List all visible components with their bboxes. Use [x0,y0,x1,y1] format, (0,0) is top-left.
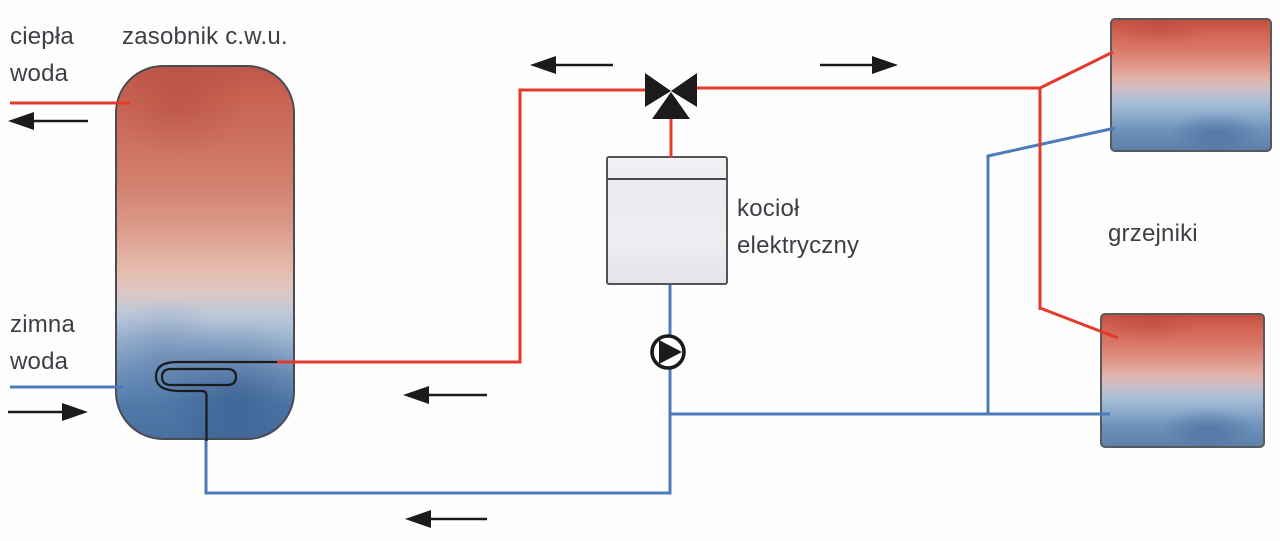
label-tank: zasobnik c.w.u. [122,18,288,55]
tank-coil-supply-pipe [277,88,660,364]
circulation-pump-icon [650,334,686,370]
radiator-upper [1110,18,1272,152]
label-cold-water-line1: zimna [10,311,76,338]
label-hot-water-line1: ciepła [10,23,74,50]
flow-arrow-valve-to-tank [530,56,613,74]
dhw-tank [115,65,295,440]
flow-arrow-coil-supply [403,386,487,404]
label-hot-water: ciepła woda [10,18,74,92]
label-cold-water: zimna woda [10,306,75,380]
label-radiators: grzejniki [1108,215,1198,252]
electric-boiler [606,156,728,285]
cold-pipes [10,126,1116,495]
label-tank-text: zasobnik c.w.u. [122,23,288,50]
lower-radiator-supply-branch [1039,306,1119,340]
pump-rotor-triangle [659,340,682,364]
label-hot-water-line2: woda [10,60,69,87]
label-radiators-text: grzejniki [1108,220,1198,247]
radiator-lower [1100,313,1265,448]
upper-radiator-supply-branch [1037,50,1114,91]
label-cold-water-line2: woda [10,348,69,375]
boiler-lid [608,158,726,180]
label-boiler-line1: kocioł [737,195,800,222]
coil-outer-line [154,360,277,441]
valve-right-triangle [671,73,697,107]
tank-return-pipe [204,285,672,495]
tank-heating-coil-icon [154,360,277,441]
label-boiler-line2: elektryczny [737,232,860,259]
flow-arrow-hot-water-out [8,112,88,130]
valve-bottom-triangle [652,92,690,119]
upper-radiator-return-pipe [986,126,1116,414]
hot-pipes [10,50,1119,364]
coil-inner-loop [160,367,238,387]
valve-left-triangle [645,73,671,107]
three-way-valve-icon [645,73,697,119]
label-boiler: kocioł elektryczny [737,190,859,264]
flow-arrow-cold-water-in [8,403,88,421]
flow-arrow-bottom-return [405,510,487,528]
flow-arrow-valve-to-radiators [820,56,898,74]
